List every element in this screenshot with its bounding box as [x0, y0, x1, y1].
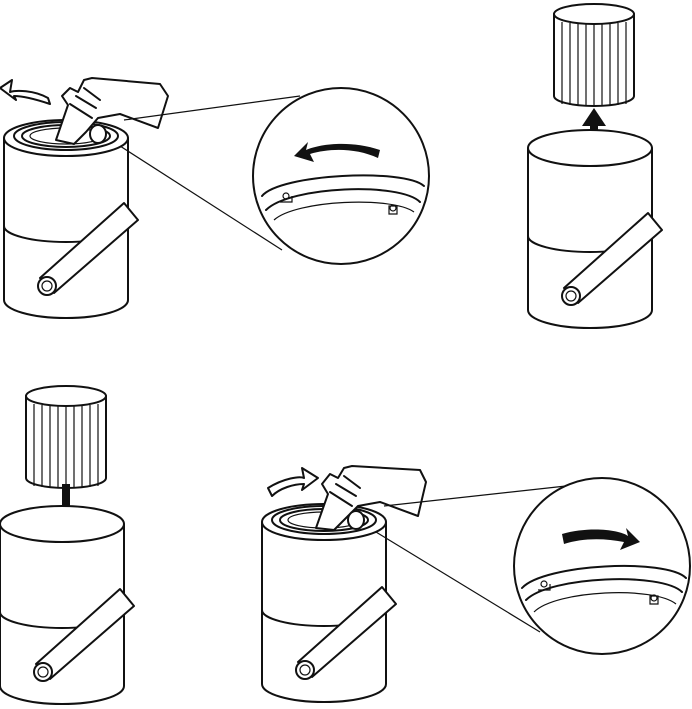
rotate-left-arrow-icon: [294, 142, 380, 162]
lock-icon: [649, 594, 659, 605]
step-2-lift-filter-out: [527, 3, 663, 329]
lock-icon: [388, 204, 398, 215]
filter-cartridge-2: [553, 3, 635, 107]
release-tab: [347, 510, 365, 530]
vacuum-body-3: [0, 505, 135, 705]
vacuum-body-1: [3, 119, 139, 319]
vacuum-body-4: [261, 503, 397, 703]
filter-cartridge-3: [25, 385, 107, 489]
counterclockwise-arrow-icon: [0, 79, 51, 105]
rotate-right-arrow-icon: [562, 528, 640, 550]
clockwise-arrow-icon: [267, 467, 319, 497]
hand-icon: [315, 465, 427, 531]
release-tab: [89, 124, 107, 144]
step-3-insert-filter: [0, 385, 135, 705]
zoom-callout-lines: [119, 95, 301, 251]
up-arrow-icon: [582, 108, 606, 150]
zoom-detail-4: [513, 477, 691, 655]
unlock-icon: [538, 580, 551, 591]
hand-icon: [55, 77, 169, 145]
step-4-twist-close: [261, 465, 691, 703]
step-1-twist-open: [0, 77, 430, 319]
vacuum-body-2: [527, 129, 663, 329]
zoom-detail-1: [252, 87, 430, 265]
zoom-callout-lines: [375, 485, 567, 633]
unlock-icon: [280, 192, 293, 203]
